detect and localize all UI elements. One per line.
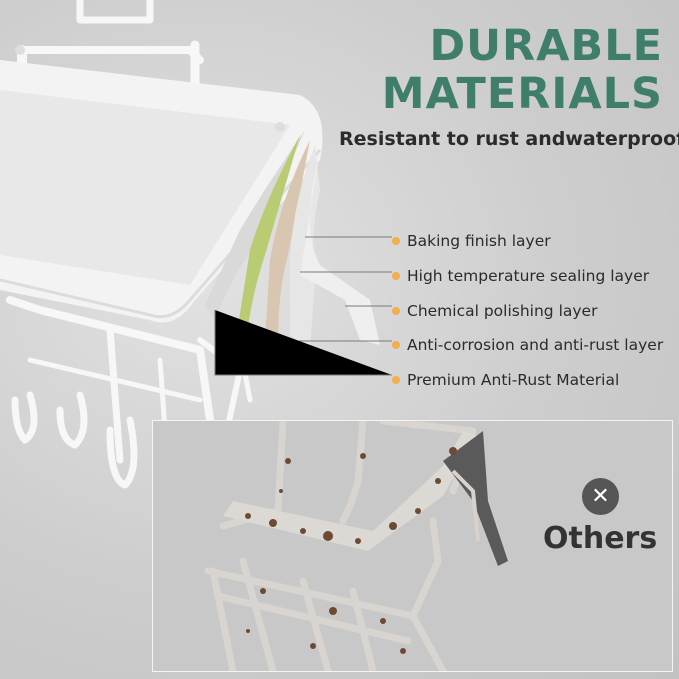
layer-label: High temperature sealing layer <box>407 267 650 286</box>
comparison-inset <box>152 420 673 672</box>
layer-list: Baking finish layer High temperature sea… <box>392 224 663 397</box>
close-icon: ✕ <box>582 478 619 515</box>
bullet-dot-icon <box>392 272 400 281</box>
rusty-caddy-illustration <box>204 421 508 671</box>
subheadline: Resistant to rust andwaterproof <box>339 128 679 150</box>
bullet-dot-icon <box>392 306 400 315</box>
layer-item: High temperature sealing layer <box>392 259 663 294</box>
layer-label: Baking finish layer <box>407 232 551 251</box>
layer-label: Chemical polishing layer <box>407 301 598 320</box>
bullet-dot-icon <box>392 376 400 385</box>
layer-item: Baking finish layer <box>392 224 663 259</box>
layer-item: Premium Anti-Rust Material <box>392 363 663 398</box>
layer-item: Chemical polishing layer <box>392 293 663 328</box>
bullet-dot-icon <box>392 237 400 246</box>
headline-line-1: DURABLE <box>429 21 663 71</box>
bullet-dot-icon <box>392 341 400 350</box>
layer-label: Anti-corrosion and anti-rust layer <box>407 336 664 355</box>
layer-item: Anti-corrosion and anti-rust layer <box>392 328 663 363</box>
comparison-label: Others <box>543 521 658 556</box>
headline: DURABLE MATERIALS <box>382 22 663 118</box>
layer-label: Premium Anti-Rust Material <box>407 371 620 390</box>
headline-line-2: MATERIALS <box>381 69 663 119</box>
